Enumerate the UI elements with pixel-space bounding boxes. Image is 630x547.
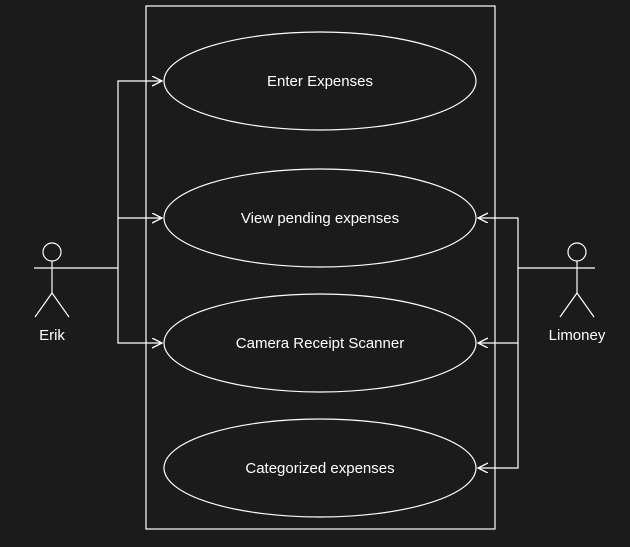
actor-label: Limoney (549, 327, 606, 344)
actor-label: Erik (39, 327, 65, 344)
erik-associations (70, 81, 162, 343)
association-limoney-view-pending (478, 218, 559, 269)
actor-limoney[interactable]: Limoney (549, 242, 606, 344)
association-erik-camera-scanner (117, 268, 162, 343)
association-limoney-camera-scanner (478, 268, 519, 343)
use-case-camera-receipt-scanner[interactable]: Camera Receipt Scanner (163, 293, 477, 393)
association-erik-enter-expenses (70, 81, 162, 269)
actor-erik[interactable]: Erik (34, 242, 70, 344)
use-case-label: View pending expenses (241, 210, 399, 227)
stick-figure-icon (34, 242, 70, 318)
use-case-label: Camera Receipt Scanner (236, 335, 404, 352)
use-case-categorized-expenses[interactable]: Categorized expenses (163, 418, 477, 518)
stick-figure-icon (559, 242, 595, 318)
use-case-view-pending-expenses[interactable]: View pending expenses (163, 168, 477, 268)
use-case-label: Enter Expenses (267, 73, 373, 90)
system-boundary (145, 5, 496, 530)
use-case-enter-expenses[interactable]: Enter Expenses (163, 31, 477, 131)
limoney-associations (478, 218, 559, 468)
association-limoney-categorized (478, 343, 519, 468)
use-case-label: Categorized expenses (245, 460, 394, 477)
